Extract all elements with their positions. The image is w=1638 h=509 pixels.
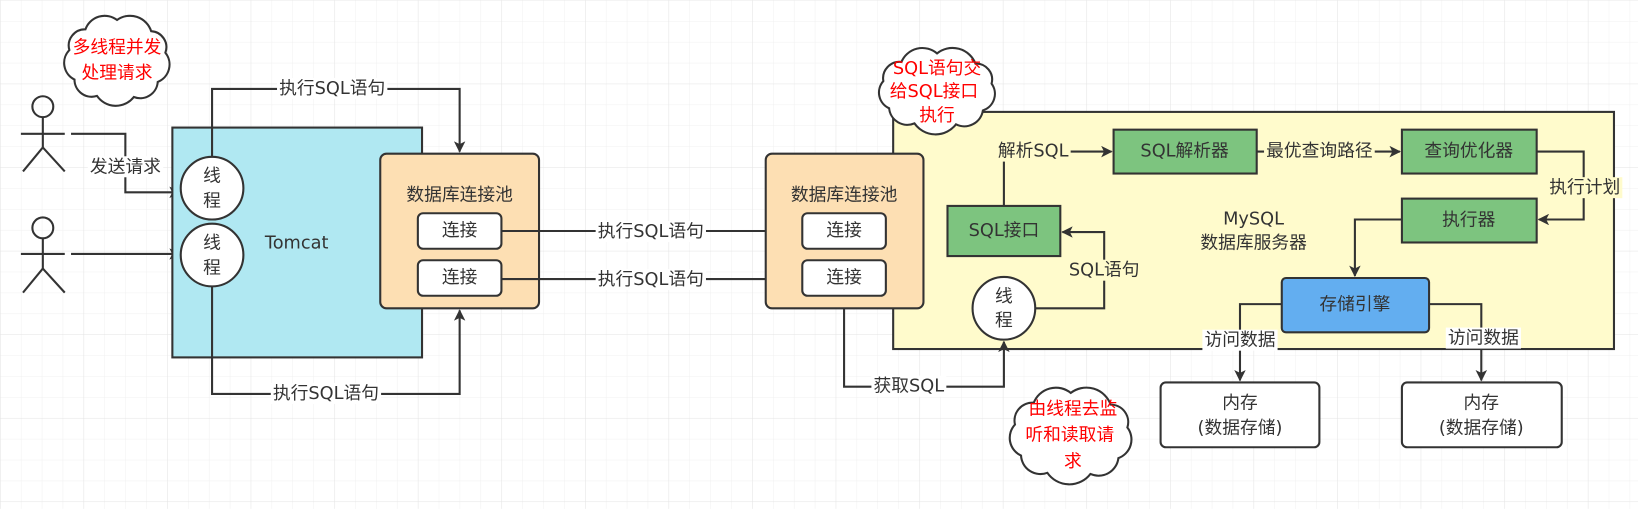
note-concurrency: 多线程并发 处理请求 <box>63 14 171 107</box>
cloud-shape <box>1008 386 1133 486</box>
memory-box <box>1400 381 1563 449</box>
thread-label: 程 <box>995 310 1013 331</box>
edge-label-parse-sql: 解析SQL <box>998 141 1069 162</box>
edge-label-background <box>1066 259 1142 281</box>
sql-parser-label: SQL解析器 <box>1140 141 1229 162</box>
server-connection <box>801 212 887 250</box>
tomcat-thread: 线 程 <box>179 155 245 221</box>
edge-label-connection-2: 执行SQL语句 <box>598 269 704 290</box>
note-line: SQL语句交 <box>893 58 981 79</box>
cloud-shape <box>877 46 996 136</box>
mysql-title: MySQL <box>1223 210 1284 230</box>
connection-label: 连接 <box>826 267 862 288</box>
connection-label: 连接 <box>442 267 478 288</box>
edge-label-connection-1: 执行SQL语句 <box>598 221 704 242</box>
query-optimizer-box <box>1400 128 1538 175</box>
sql-parser-box <box>1112 128 1258 175</box>
note-thread-listen: 由线程去监 听和读取请 求 <box>1008 386 1133 486</box>
thread-label: 线 <box>203 233 221 254</box>
edge-label-access-right: 访问数据 <box>1448 328 1519 349</box>
edge-label-access-left: 访问数据 <box>1204 330 1275 351</box>
edge-label-background <box>871 375 947 397</box>
note-line: 多线程并发 <box>73 37 162 58</box>
edge-label-background <box>995 140 1071 162</box>
edge-label-exec-plan: 执行计划 <box>1549 177 1620 198</box>
storage-engine-box <box>1280 276 1431 334</box>
user-actor-icon <box>20 216 66 294</box>
server-connection <box>801 259 887 297</box>
storage-engine-label: 存储引擎 <box>1319 294 1390 315</box>
edge-label-best-path: 最优查询路径 <box>1266 141 1373 162</box>
edge-label-background <box>1202 329 1278 351</box>
note-line: 执行 <box>919 105 955 126</box>
client-pool-label: 数据库连接池 <box>406 184 513 205</box>
edge-label-background <box>1445 327 1521 349</box>
edge-label-background <box>595 269 706 291</box>
mysql-thread: 线 程 <box>971 275 1037 341</box>
edge-label-background <box>595 221 706 243</box>
memory-box <box>1159 381 1321 449</box>
memory-title: 内存 <box>1464 392 1500 413</box>
memory-detail: (数据存储) <box>1439 417 1524 438</box>
edge-label-background <box>1547 177 1623 199</box>
mysql-subtitle: 数据库服务器 <box>1200 233 1307 254</box>
thread-label: 程 <box>203 258 221 279</box>
edge-label-background <box>270 382 382 404</box>
edge-label-background <box>277 77 388 99</box>
server-pool-label: 数据库连接池 <box>791 184 898 205</box>
edge-label-sql-statement: SQL语句 <box>1069 260 1140 281</box>
edge-label-exec-top: 执行SQL语句 <box>279 78 385 99</box>
edge-storage-to-memory-left <box>1234 303 1282 382</box>
thread-label: 线 <box>203 166 221 187</box>
thread-label: 线 <box>995 286 1013 307</box>
edge-label-fetch-sql: 获取SQL <box>874 376 945 397</box>
note-line: 由线程去监 <box>1028 399 1117 420</box>
query-optimizer-label: 查询优化器 <box>1424 141 1513 162</box>
executor-box <box>1400 197 1538 244</box>
edge-storage-to-memory-right <box>1429 303 1488 382</box>
edge-labels: 发送请求 执行SQL语句 执行SQL语句 执行SQL语句 执行SQL语句 获取S… <box>87 77 1623 404</box>
note-line: 听和读取请 <box>1025 425 1114 446</box>
sql-interface-label: SQL接口 <box>969 220 1040 241</box>
note-line: 处理请求 <box>81 62 152 83</box>
note-line: 给SQL接口 <box>890 81 978 102</box>
edge-label-background <box>1264 140 1375 162</box>
edge-label-send-request: 发送请求 <box>90 156 161 177</box>
edge-label-background <box>87 156 164 178</box>
connection-label: 连接 <box>826 220 862 241</box>
cloud-shape <box>63 14 171 107</box>
sql-interface-box <box>946 204 1062 258</box>
tomcat-label: Tomcat <box>264 234 329 254</box>
note-sql-handoff: SQL语句交 给SQL接口 执行 <box>877 46 996 136</box>
memory-title: 内存 <box>1222 392 1258 413</box>
edge-executor-to-storage <box>1349 218 1402 278</box>
memory-detail: (数据存储) <box>1198 417 1283 438</box>
edge-label-exec-bottom: 执行SQL语句 <box>273 383 379 404</box>
note-line: 求 <box>1064 451 1082 472</box>
tomcat-thread: 线 程 <box>179 222 245 288</box>
thread-label: 程 <box>203 191 221 212</box>
connection-label: 连接 <box>442 220 478 241</box>
executor-label: 执行器 <box>1442 210 1495 231</box>
user-actor-icon <box>20 95 66 173</box>
